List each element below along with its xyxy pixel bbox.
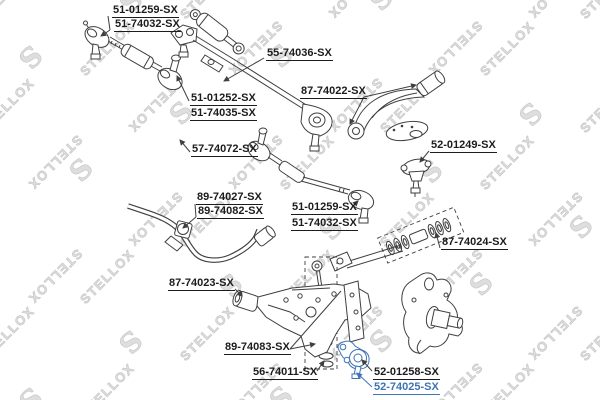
upper-control-arm-drawing: [347, 70, 446, 142]
part-number-label: 51-74032-SX: [291, 217, 358, 231]
steering-damper-drawing: [189, 9, 245, 55]
part-number-label: 57-74072-SX: [191, 143, 258, 157]
tie-rod-assembly-middle-drawing: [247, 127, 375, 224]
part-number-label: 55-74036-SX: [266, 47, 333, 61]
part-number-label: 51-01259-SX: [112, 4, 179, 18]
part-number-label: 89-74083-SX: [224, 341, 291, 355]
part-number-label: 87-74023-SX: [168, 277, 235, 291]
part-number-label: 51-01252-SX: [190, 92, 257, 106]
strut-rod-drawing: [329, 243, 404, 272]
part-number-label: 52-01258-SX: [373, 366, 440, 380]
tie-rod-end-outer-drawing: [83, 20, 163, 72]
part-number-label-highlighted: 52-74025-SX: [373, 381, 440, 395]
tie-rod-end-inner-drawing: [157, 54, 183, 91]
part-number-label: 89-74027-SX: [196, 191, 263, 205]
part-number-label: 51-01259-SX: [291, 201, 358, 215]
part-number-label: 87-74024-SX: [441, 236, 508, 250]
steering-knuckle-drawing: [401, 272, 464, 355]
part-number-label: 51-74032-SX: [114, 18, 181, 32]
upper-ball-joint-drawing: [400, 158, 432, 197]
part-number-label: 52-01249-SX: [430, 139, 497, 153]
lower-ball-joint-highlighted: [337, 340, 370, 379]
part-number-label: 51-74035-SX: [190, 107, 257, 121]
idler-bracket-drawing: [170, 24, 198, 58]
part-number-label: 89-74082-SX: [197, 205, 264, 219]
centre-link-drawing: [192, 35, 333, 152]
stabilizer-bar-drawing: [127, 203, 276, 263]
lower-control-arm-drawing: [232, 280, 372, 358]
washer-kit-drawing: [377, 206, 465, 264]
part-number-label: 56-74011-SX: [252, 366, 319, 380]
part-number-label: 87-74022-SX: [300, 85, 367, 99]
leader-lines: [100, 15, 441, 388]
